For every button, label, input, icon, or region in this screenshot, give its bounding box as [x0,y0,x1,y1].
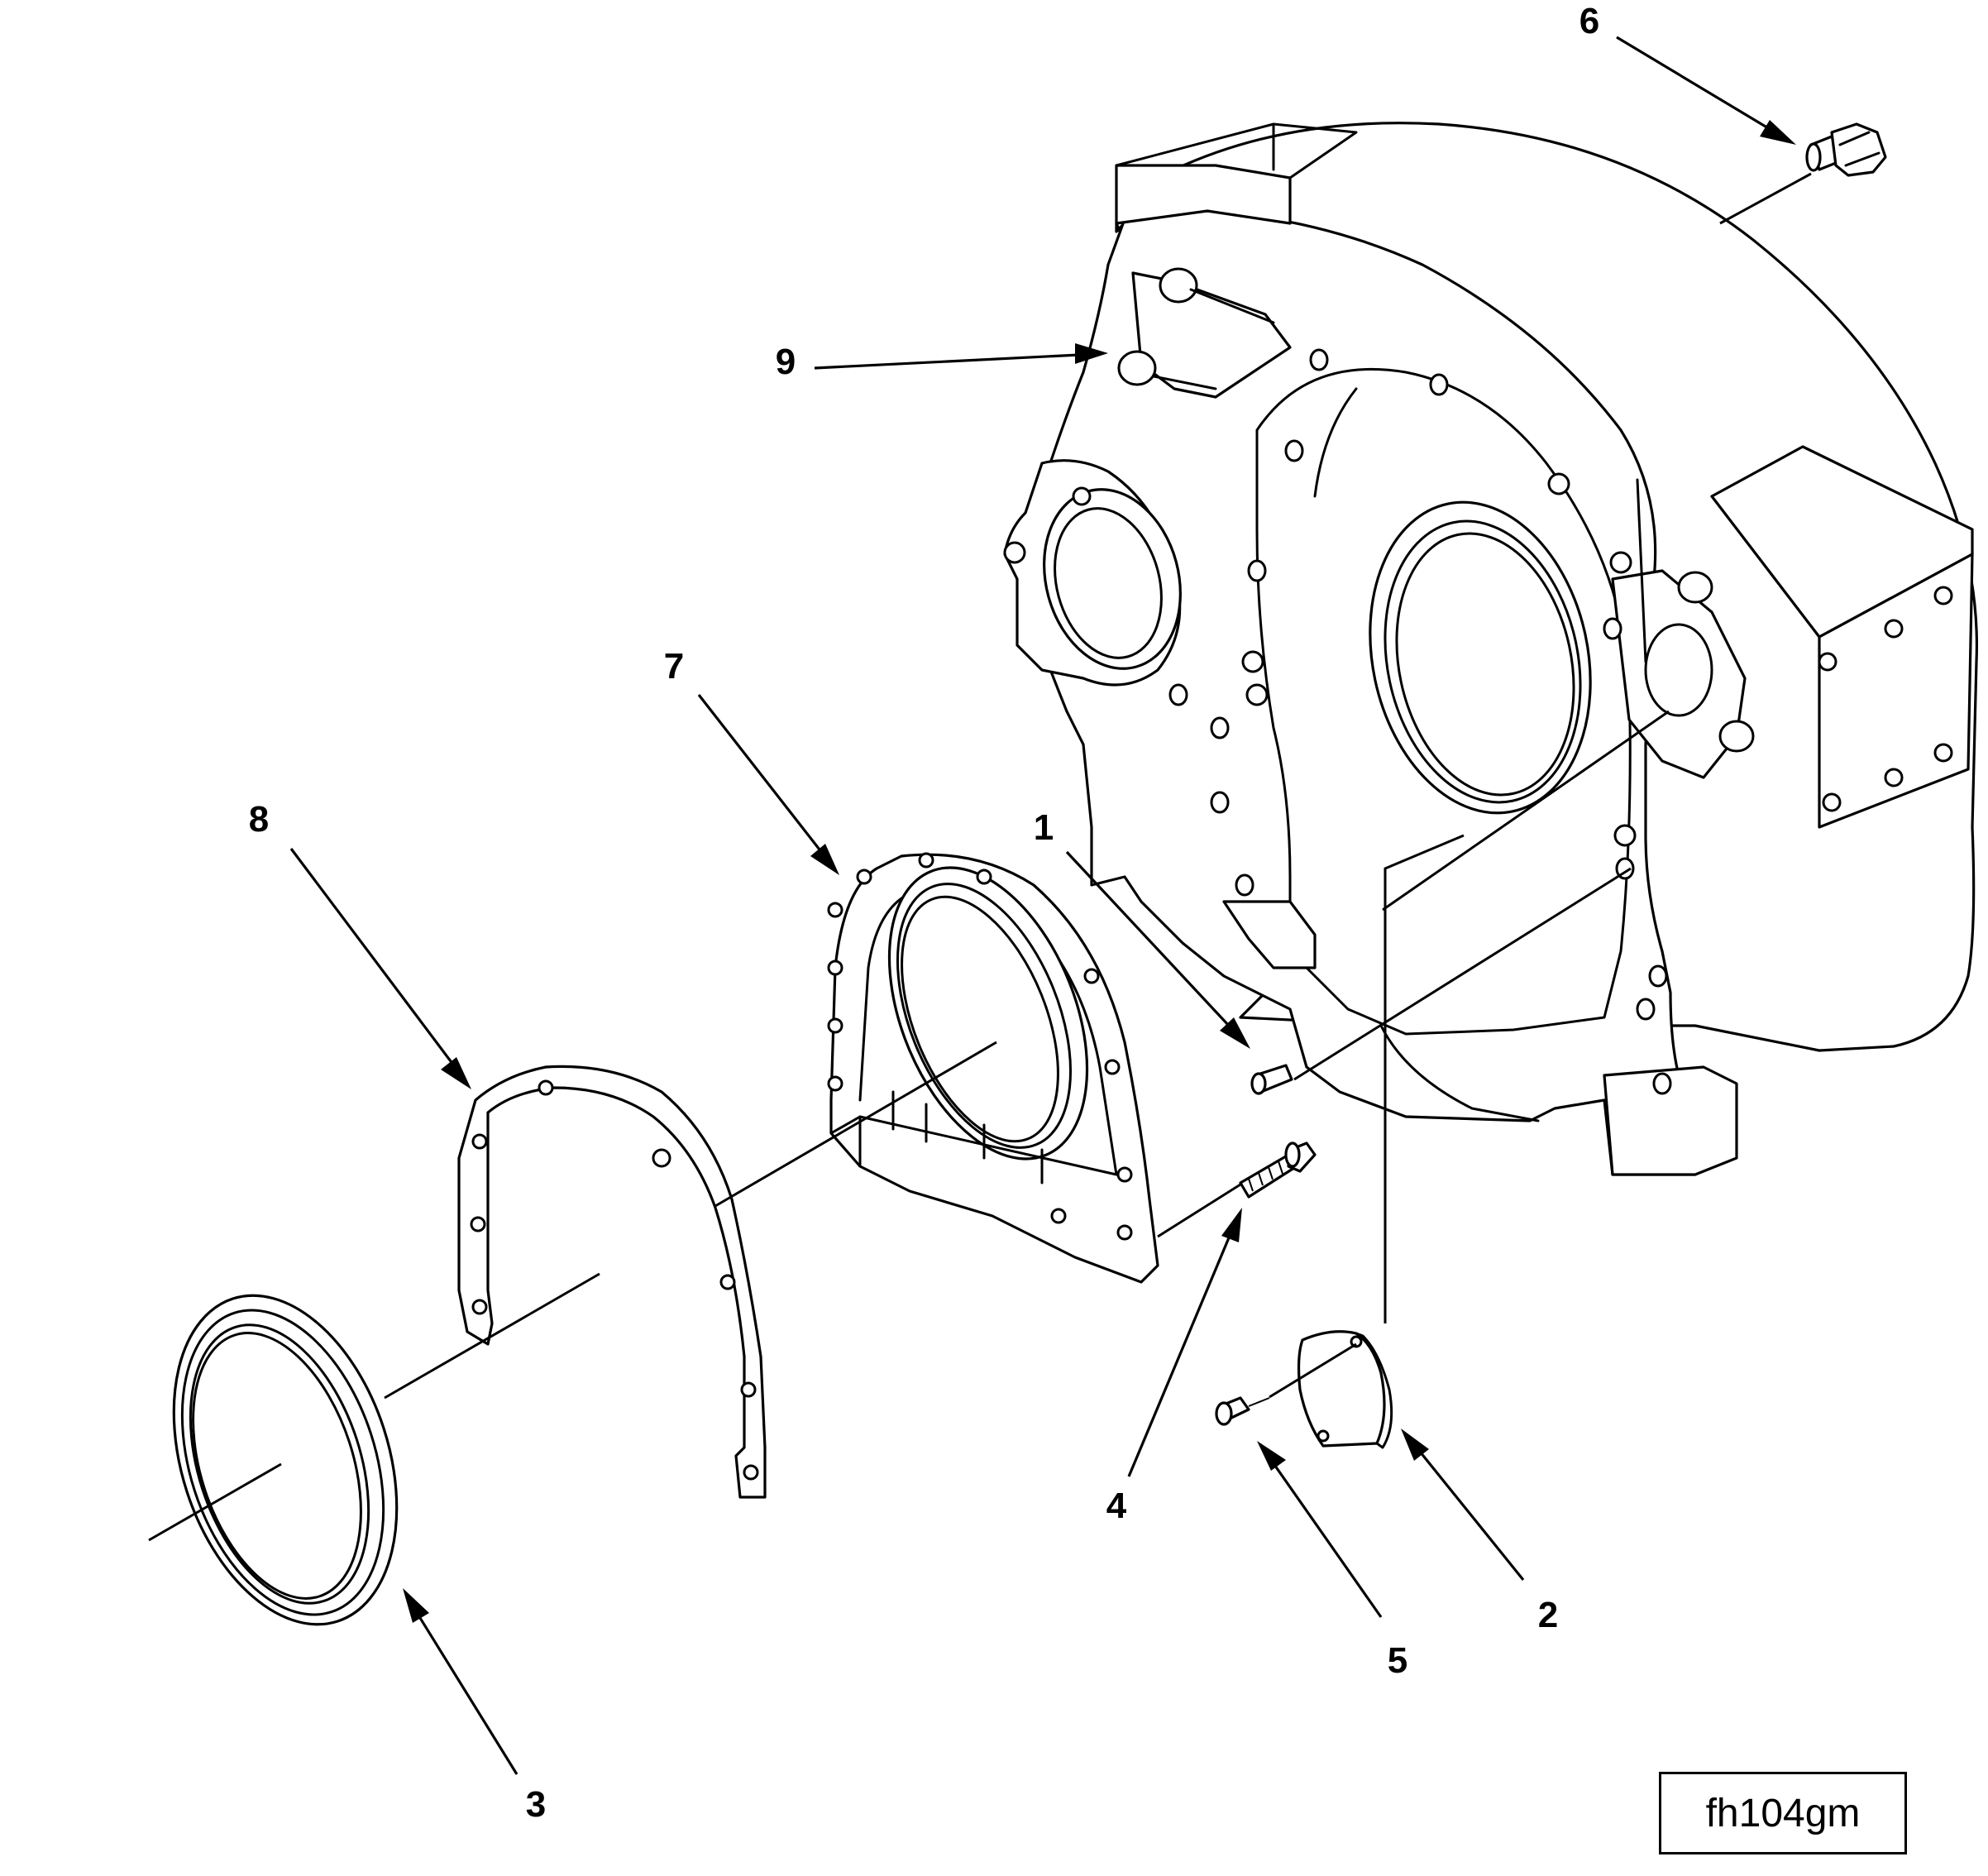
callout-arrow-6 [1616,36,1787,141]
callout-arrow-8 [289,848,465,1079]
dowel [1250,1064,1293,1095]
oil-seal [172,1294,399,1626]
callout-arrow-7 [697,694,833,865]
callout-5: 5 [1388,1640,1407,1681]
callout-labels: 6 9 7 8 1 4 5 2 3 [249,1,1599,1825]
center-lines [148,172,1812,1542]
arrow-head-4 [1221,1208,1242,1242]
arrow-head-3 [403,1588,429,1623]
cover-plate [1297,1330,1393,1449]
arrow-head-5 [1257,1441,1286,1471]
callout-arrow-3 [408,1600,519,1775]
callout-1: 1 [1034,807,1054,848]
callout-arrow-1 [1065,850,1242,1040]
hex-bolt [1805,122,1887,177]
callout-9: 9 [776,342,796,382]
figure-id: fh104gm [1705,1791,1861,1835]
figure-id-box: fh104gm [1659,1772,1907,1854]
flywheel-housing [1003,122,1978,1176]
callout-arrow-2 [1408,1438,1525,1582]
callout-arrow-9 [814,352,1097,370]
arrow-head-1 [1220,1017,1250,1049]
callout-7: 7 [664,646,684,687]
gasket [457,1065,767,1499]
arrow-head-2 [1401,1429,1429,1461]
callout-arrow-5 [1264,1451,1383,1618]
callout-3: 3 [526,1784,546,1825]
callout-arrow-4 [1127,1219,1238,1477]
cover-screw [1215,1396,1270,1426]
arrow-head-6 [1760,120,1796,145]
callout-2: 2 [1538,1595,1558,1635]
seal-carrier [827,852,1159,1284]
callout-8: 8 [249,799,269,840]
callout-6: 6 [1579,1,1599,41]
arrow-head-8 [441,1057,471,1089]
capscrew [1239,1141,1317,1199]
arrow-head-7 [810,844,839,875]
arrow-head-9 [1075,343,1108,364]
callout-arrows [289,36,1796,1775]
callout-4: 4 [1106,1486,1127,1526]
